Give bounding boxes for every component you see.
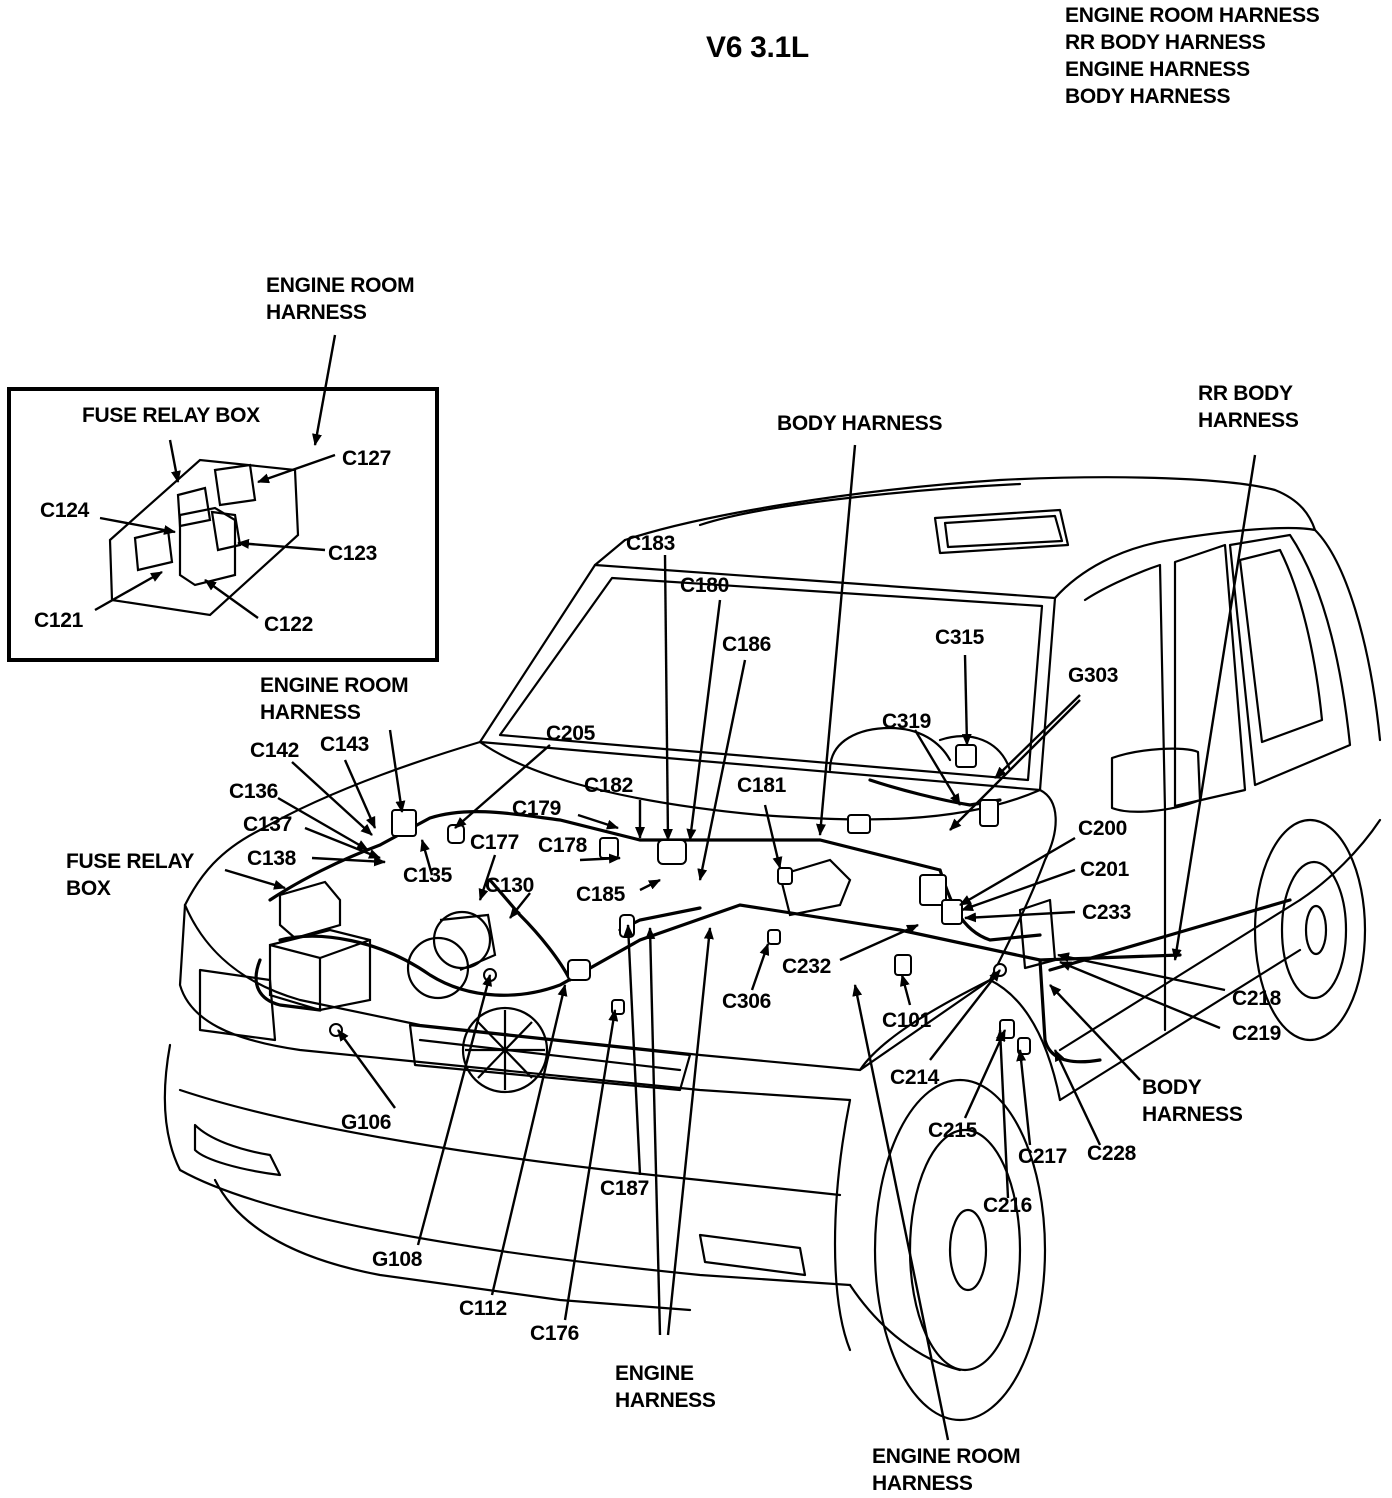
- connector-c183-label: C183: [626, 532, 676, 555]
- fuse-relay-box-inset: [7, 387, 439, 662]
- label-line: HARNESS: [260, 701, 361, 725]
- inset-engine-room-harness-label: ENGINE ROOM HARNESS: [266, 272, 415, 327]
- label-line: FUSE RELAY: [66, 850, 195, 873]
- connector-c176-label: C176: [530, 1322, 580, 1345]
- fuse-relay-box-label: FUSE RELAY BOX: [66, 848, 194, 903]
- connector-c177-label: C177: [470, 831, 520, 854]
- inset-fuse-relay-box-label: FUSE RELAY BOX: [82, 404, 260, 427]
- legend-item: ENGINE HARNESS: [1065, 58, 1250, 81]
- connector-c201-label: C201: [1080, 858, 1130, 881]
- connector-c187-label: C187: [600, 1177, 650, 1200]
- connector-c122-label: C122: [264, 613, 314, 636]
- connector-c121-label: C121: [34, 609, 84, 632]
- label-line: BODY: [1142, 1076, 1202, 1099]
- connector-c179-label: C179: [512, 797, 562, 820]
- connector-c218-label: C218: [1232, 987, 1282, 1010]
- connector-c214-label: C214: [890, 1066, 940, 1089]
- connector-c182-label: C182: [584, 774, 634, 797]
- connector-c143-label: C143: [320, 733, 370, 756]
- label-line: HARNESS: [615, 1389, 716, 1413]
- body-harness-right-label: BODY HARNESS: [1142, 1074, 1243, 1129]
- ground-g108-label: G108: [372, 1248, 423, 1271]
- connector-c215-label: C215: [928, 1119, 978, 1142]
- label-line: HARNESS: [1198, 409, 1299, 433]
- label-line: ENGINE ROOM: [266, 274, 415, 297]
- legend-item: RR BODY HARNESS: [1065, 31, 1266, 54]
- connector-c130-label: C130: [485, 874, 535, 897]
- label-line: ENGINE ROOM: [260, 674, 409, 697]
- connector-c185-label: C185: [576, 883, 626, 906]
- label-line: HARNESS: [266, 301, 367, 325]
- connector-c181-label: C181: [737, 774, 787, 797]
- engine-room-harness-bottom-label: ENGINE ROOM HARNESS: [872, 1443, 1021, 1498]
- connector-c142-label: C142: [250, 739, 300, 762]
- leader-lines: [94, 334, 1257, 1441]
- label-line: HARNESS: [1142, 1103, 1243, 1127]
- connector-c232-label: C232: [782, 955, 832, 978]
- connector-c124-label: C124: [40, 499, 90, 522]
- connector-c216-label: C216: [983, 1194, 1033, 1217]
- page-title: V6 3.1L: [706, 31, 809, 64]
- connector-c180-label: C180: [680, 574, 730, 597]
- label-line: HARNESS: [872, 1472, 973, 1496]
- connector-c138-label: C138: [247, 847, 297, 870]
- engine-components: [268, 858, 852, 1094]
- connector-c217-label: C217: [1018, 1145, 1068, 1168]
- harness-legend: ENGINE ROOM HARNESS RR BODY HARNESS ENGI…: [1065, 2, 1320, 110]
- engine-harness-label: ENGINE HARNESS: [615, 1360, 716, 1415]
- label-line: BOX: [66, 877, 111, 901]
- connector-c112-label: C112: [459, 1297, 507, 1320]
- rr-body-harness-label: RR BODY HARNESS: [1198, 380, 1299, 435]
- connector-c228-label: C228: [1087, 1142, 1137, 1165]
- connector-c135-label: C135: [403, 864, 453, 887]
- label-line: ENGINE ROOM: [872, 1445, 1021, 1468]
- connector-c200-label: C200: [1078, 817, 1128, 840]
- connector-c137-label: C137: [243, 813, 293, 836]
- connector-c178-label: C178: [538, 834, 588, 857]
- label-line: RR BODY: [1198, 382, 1293, 405]
- connector-c319-label: C319: [882, 710, 932, 733]
- connector-c136-label: C136: [229, 780, 279, 803]
- legend-item: BODY HARNESS: [1065, 85, 1231, 108]
- connector-c123-label: C123: [328, 542, 378, 565]
- connector-c127-label: C127: [342, 447, 392, 470]
- connector-c306-label: C306: [722, 990, 772, 1013]
- ground-g106-label: G106: [341, 1111, 392, 1134]
- connector-c101-label: C101: [882, 1009, 932, 1032]
- connector-c186-label: C186: [722, 633, 772, 656]
- connector-c315-label: C315: [935, 626, 985, 649]
- label-line: ENGINE: [615, 1362, 694, 1385]
- body-harness-label: BODY HARNESS: [777, 412, 943, 435]
- connector-c233-label: C233: [1082, 901, 1132, 924]
- engine-room-harness-label: ENGINE ROOM HARNESS: [260, 672, 409, 727]
- connector-c205-label: C205: [546, 722, 596, 745]
- connector-c219-label: C219: [1232, 1022, 1282, 1045]
- legend-item: ENGINE ROOM HARNESS: [1065, 4, 1320, 27]
- ground-g303-label: G303: [1068, 664, 1119, 687]
